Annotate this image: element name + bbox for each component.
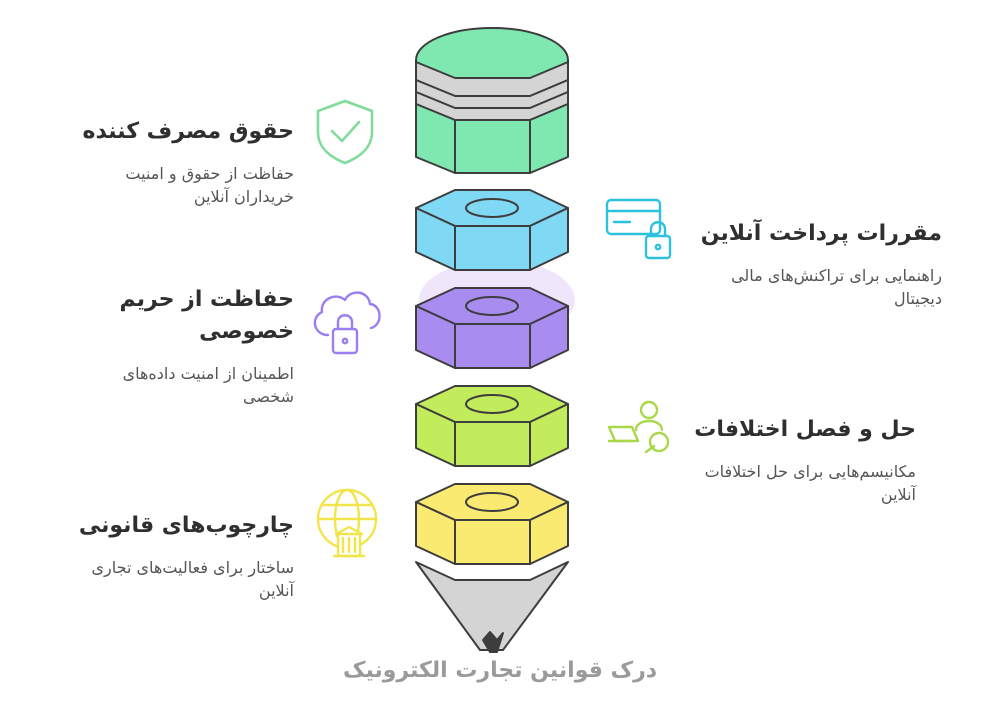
item-dispute-resolution: حل و فصل اختلافات مکانیسم‌هایی برای حل ا… — [636, 414, 916, 506]
nut-lime — [415, 385, 569, 467]
item-title-line-2: خصوصی — [199, 318, 294, 344]
nut-right-face — [529, 403, 569, 467]
top-body-right — [529, 103, 569, 174]
nut-blue — [415, 189, 569, 271]
item-desc-line-2: شخصی — [243, 386, 294, 406]
nut-right-face — [529, 305, 569, 369]
item-title-line-1: حفاظت از حریم — [119, 287, 294, 312]
nut-hole — [465, 198, 519, 218]
globe-bank-icon — [316, 488, 378, 558]
top-body-front — [454, 119, 531, 174]
nut-right-face — [529, 501, 569, 565]
item-title: مقررات پرداخت آنلاین — [700, 221, 942, 246]
nut-front-face — [454, 323, 531, 369]
nut-purple — [415, 287, 569, 369]
shield-check-icon — [316, 99, 374, 165]
tip-cone — [415, 561, 569, 651]
item-consumer-rights: حقوق مصرف کننده حفاظت از حقوق و امنیت خر… — [34, 116, 294, 208]
nut-front-face — [454, 421, 531, 467]
item-title: حل و فصل اختلافات — [694, 417, 916, 442]
pencil-top-segment — [415, 27, 569, 174]
nut-hole — [465, 296, 519, 316]
item-legal-frameworks: چارچوب‌های قانونی ساختار برای فعالیت‌های… — [34, 510, 294, 602]
nut-front-face — [454, 519, 531, 565]
item-desc-line-1: حفاظت از حقوق و امنیت — [125, 163, 294, 183]
item-payment-regulations: مقررات پرداخت آنلاین راهنمایی برای تراکن… — [662, 218, 942, 310]
nut-hole — [465, 394, 519, 414]
nut-right-face — [529, 207, 569, 271]
item-desc-line-2: دیجیتال — [893, 289, 942, 309]
item-desc-line-1: مکانیسم‌هایی برای حل اختلافات — [704, 461, 916, 481]
diagram-title: درک قوانین تجارت الکترونیک — [342, 658, 658, 683]
item-privacy: حفاظت از حریم خصوصی اطمینان از امنیت داد… — [34, 284, 294, 408]
pencil-tip — [415, 561, 569, 653]
dispute-resolution-icon — [607, 400, 670, 454]
item-title: چارچوب‌های قانونی — [78, 513, 294, 538]
nut-yellow — [415, 483, 569, 565]
cloud-lock-icon — [313, 291, 381, 355]
item-desc-line-2: خریداران آنلاین — [193, 187, 294, 207]
item-desc-line-2: آنلاین — [880, 485, 916, 505]
card-lock-icon — [605, 198, 672, 260]
item-desc-line-1: راهنمایی برای تراکنش‌های مالی — [731, 265, 942, 285]
item-title: حقوق مصرف کننده — [82, 119, 294, 144]
item-desc-line-2: آنلاین — [258, 581, 294, 601]
nut-hole — [465, 492, 519, 512]
nut-front-face — [454, 225, 531, 271]
item-desc-line-1: اطمینان از امنیت داده‌های — [122, 363, 294, 383]
item-desc-line-1: ساختار برای فعالیت‌های تجاری — [91, 557, 294, 577]
tip-lead — [482, 631, 504, 653]
